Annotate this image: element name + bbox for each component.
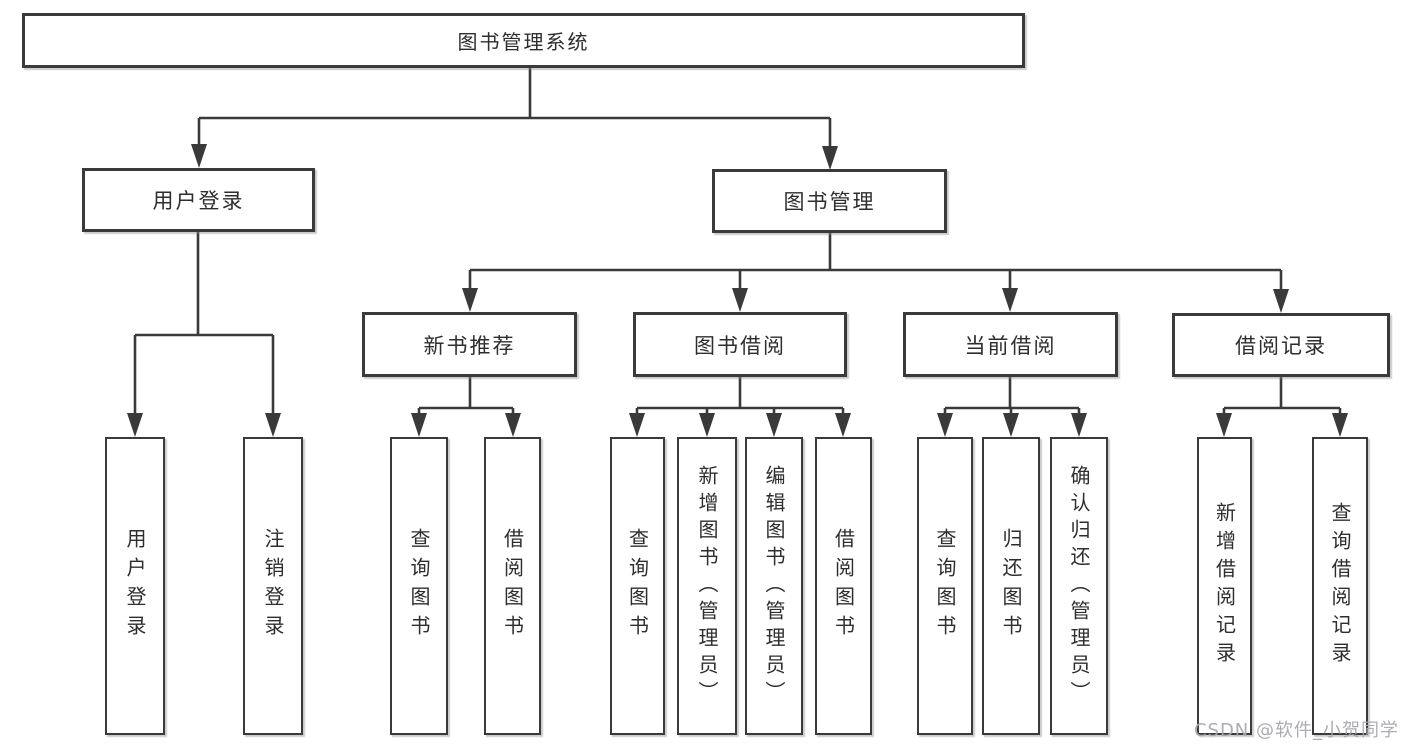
leaf-label: 借阅图书 xyxy=(831,528,856,644)
node-label: 借阅记录 xyxy=(1235,334,1327,358)
leaf-label: 查询借阅记录 xyxy=(1328,502,1352,670)
leaf-label: 查询图书 xyxy=(407,528,431,644)
node-new-book-recommend: 新书推荐 xyxy=(362,312,577,377)
leaf-label: 新增借阅记录 xyxy=(1212,502,1237,670)
leaf-logout: 注销登录 xyxy=(243,437,303,735)
node-label: 新书推荐 xyxy=(423,333,516,358)
leaf-query-borrow-record: 查询借阅记录 xyxy=(1312,437,1368,735)
leaf-add-borrow-record: 新增借阅记录 xyxy=(1197,437,1252,735)
arrowheads xyxy=(127,144,1348,437)
leaf-label: 编辑图书（管理员） xyxy=(762,464,786,708)
leaf-label: 注销登录 xyxy=(261,528,285,644)
csdn-watermark: CSDN @软件_小贺同学 xyxy=(1193,720,1399,741)
node-label: 图书借阅 xyxy=(694,333,786,358)
node-label: 图书管理 xyxy=(783,190,876,214)
leaf-edit-books-admin: 编辑图书（管理员） xyxy=(745,437,803,735)
leaf-label: 确认归还（管理员） xyxy=(1067,464,1091,708)
node-book-borrow: 图书借阅 xyxy=(633,312,847,377)
leaf-label: 查询图书 xyxy=(625,528,650,644)
node-label: 用户登录 xyxy=(152,189,245,213)
leaf-user-login: 用户登录 xyxy=(105,437,165,735)
leaf-label: 借阅图书 xyxy=(500,528,525,644)
node-current-borrow: 当前借阅 xyxy=(903,312,1118,377)
leaf-query-books-current: 查询图书 xyxy=(917,437,973,735)
leaf-label: 新增图书（管理员） xyxy=(695,464,719,708)
leaf-confirm-return-admin: 确认归还（管理员） xyxy=(1050,437,1108,735)
node-library-management-system: 图书管理系统 xyxy=(22,13,1025,68)
leaf-add-books-admin: 新增图书（管理员） xyxy=(677,437,737,735)
node-book-management: 图书管理 xyxy=(712,169,947,233)
leaf-query-books-borrow: 查询图书 xyxy=(610,437,665,735)
leaf-borrow-books: 借阅图书 xyxy=(815,437,872,735)
leaf-query-books-recommend: 查询图书 xyxy=(390,437,448,735)
node-label: 图书管理系统 xyxy=(457,30,590,54)
leaf-borrow-books-recommend: 借阅图书 xyxy=(484,437,541,735)
node-label: 当前借阅 xyxy=(964,333,1057,358)
leaf-label: 查询图书 xyxy=(933,528,957,644)
leaf-return-books: 归还图书 xyxy=(982,437,1040,735)
node-borrow-record: 借阅记录 xyxy=(1172,313,1390,377)
leaf-label: 归还图书 xyxy=(999,528,1023,644)
leaf-label: 用户登录 xyxy=(123,528,147,644)
node-user-login: 用户登录 xyxy=(82,168,315,232)
